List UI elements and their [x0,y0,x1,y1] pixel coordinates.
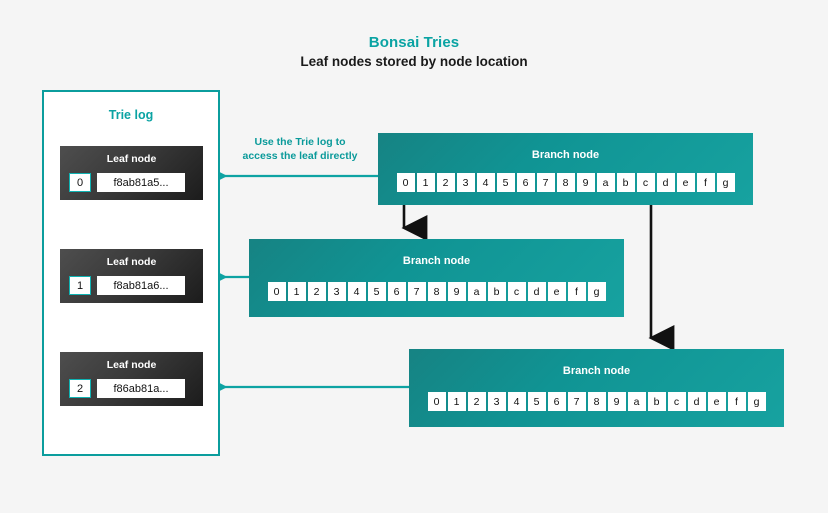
branch-cell-7[interactable]: 7 [536,173,555,192]
branch-cell-e[interactable]: e [547,282,566,301]
leaf-node-row: 0 f8ab81a5... [69,173,185,192]
branch-node-label: Branch node [562,365,631,377]
branch-cell-f[interactable]: f [567,282,586,301]
branch-cell-c[interactable]: c [667,392,686,411]
branch-cell-2[interactable]: 2 [307,282,326,301]
branch-cell-2[interactable]: 2 [436,173,455,192]
branch-cell-9[interactable]: 9 [576,173,595,192]
leaf-node-2[interactable]: Leaf node 2 f86ab81a... [60,352,203,406]
leaf-node-label: Leaf node [106,256,157,268]
branch-cell-0[interactable]: 0 [267,282,286,301]
leaf-node-row: 2 f86ab81a... [69,379,185,398]
branch-cell-1[interactable]: 1 [447,392,466,411]
branch-cell-a[interactable]: a [596,173,615,192]
leaf-index-box: 1 [69,276,91,295]
branch-cell-b[interactable]: b [616,173,635,192]
branch-cell-g[interactable]: g [747,392,766,411]
branch-cell-c[interactable]: c [636,173,655,192]
leaf-hash-box: f8ab81a5... [97,173,185,192]
branch-cell-f[interactable]: f [727,392,746,411]
branch-cell-e[interactable]: e [676,173,695,192]
branch-cell-3[interactable]: 3 [487,392,506,411]
branch-cell-3[interactable]: 3 [456,173,475,192]
annotation-line-1: Use the Trie log to [254,136,346,148]
branch-cell-0[interactable]: 0 [396,173,415,192]
branch-cell-6[interactable]: 6 [387,282,406,301]
branch-cell-8[interactable]: 8 [587,392,606,411]
trie-log-title: Trie log [108,108,154,122]
leaf-index-box: 2 [69,379,91,398]
branch-node-label: Branch node [402,255,471,267]
branch-cell-8[interactable]: 8 [556,173,575,192]
branch-node-label: Branch node [531,149,600,161]
leaf-node-row: 1 f8ab81a6... [69,276,185,295]
branch-cell-5[interactable]: 5 [496,173,515,192]
branch-cell-6[interactable]: 6 [516,173,535,192]
leaf-index-box: 0 [69,173,91,192]
branch-cell-7[interactable]: 7 [407,282,426,301]
page-title: Bonsai Tries [368,34,460,51]
branch-cell-5[interactable]: 5 [367,282,386,301]
branch-cell-4[interactable]: 4 [507,392,526,411]
branch-cell-e[interactable]: e [707,392,726,411]
branch-cell-2[interactable]: 2 [467,392,486,411]
annotation-line-2: access the leaf directly [242,150,358,162]
branch-cell-c[interactable]: c [507,282,526,301]
page-subtitle: Leaf nodes stored by node location [300,54,528,69]
branch-cell-b[interactable]: b [647,392,666,411]
branch-cell-d[interactable]: d [527,282,546,301]
branch-cell-1[interactable]: 1 [416,173,435,192]
leaf-node-1[interactable]: Leaf node 1 f8ab81a6... [60,249,203,303]
annotation-trie-log-access: Use the Trie log to access the leaf dire… [221,135,379,163]
leaf-node-label: Leaf node [106,359,157,371]
branch-cell-f[interactable]: f [696,173,715,192]
branch-cell-8[interactable]: 8 [427,282,446,301]
leaf-hash-box: f8ab81a6... [97,276,185,295]
branch-cell-9[interactable]: 9 [447,282,466,301]
branch-cell-7[interactable]: 7 [567,392,586,411]
branch-cell-5[interactable]: 5 [527,392,546,411]
leaf-node-0[interactable]: Leaf node 0 f8ab81a5... [60,146,203,200]
branch-cell-d[interactable]: d [656,173,675,192]
branch-cell-a[interactable]: a [627,392,646,411]
branch-cell-g[interactable]: g [716,173,735,192]
branch-cell-9[interactable]: 9 [607,392,626,411]
leaf-node-label: Leaf node [106,153,157,165]
branch-cell-b[interactable]: b [487,282,506,301]
branch-cell-g[interactable]: g [587,282,606,301]
branch-cell-0[interactable]: 0 [427,392,446,411]
leaf-hash-box: f86ab81a... [97,379,185,398]
branch-cell-4[interactable]: 4 [476,173,495,192]
branch-cell-3[interactable]: 3 [327,282,346,301]
branch-cell-6[interactable]: 6 [547,392,566,411]
branch-cell-4[interactable]: 4 [347,282,366,301]
branch-cell-1[interactable]: 1 [287,282,306,301]
branch-cell-d[interactable]: d [687,392,706,411]
branch-cell-a[interactable]: a [467,282,486,301]
